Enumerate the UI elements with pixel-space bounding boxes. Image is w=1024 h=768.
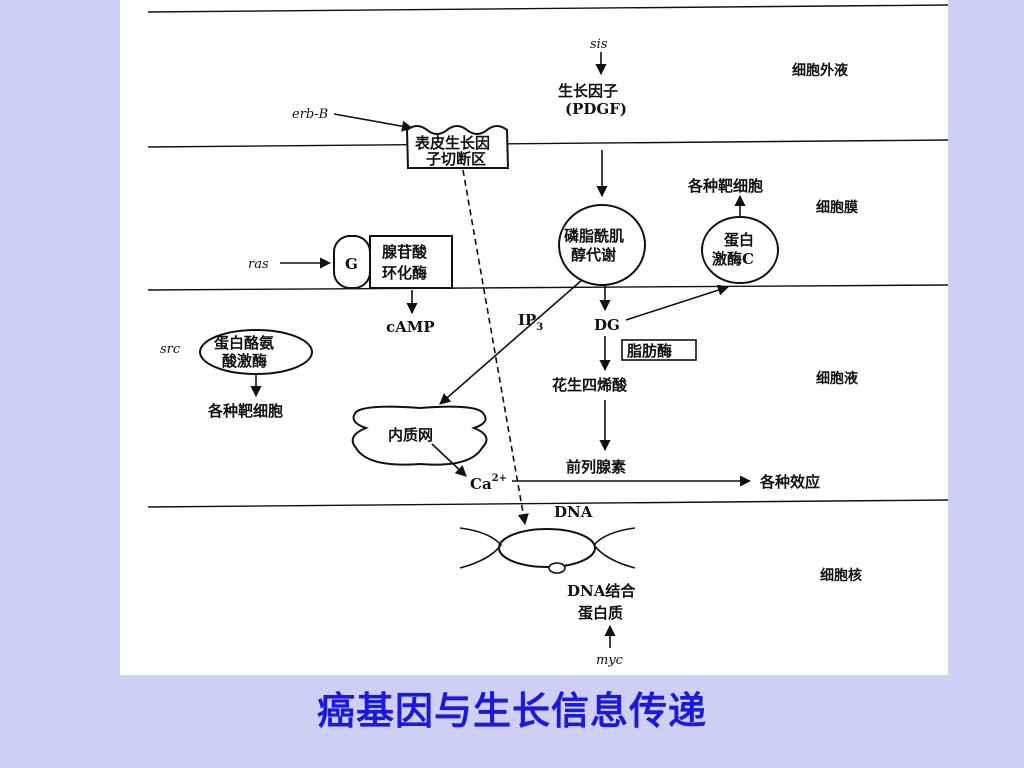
arrow-er-to-ca: [431, 443, 467, 477]
node-dna-strand-right: [592, 527, 636, 569]
node-pkc-line2: 激酶C: [712, 250, 754, 268]
zone-nucleus: 细胞核: [820, 567, 862, 584]
node-dna-binding-site: [548, 562, 566, 574]
oncogene-ras: ras: [248, 257, 269, 272]
node-dbp-line1: DNA结合: [567, 582, 636, 600]
top-border-line: [147, 4, 948, 13]
node-growth-factor: 生长因子: [558, 82, 618, 100]
node-egf-receptor-line2: 子切断区: [426, 150, 486, 168]
node-arachidonic-acid: 花生四烯酸: [552, 376, 628, 394]
node-dbp-line2: 蛋白质: [578, 604, 623, 622]
slide-title: 癌基因与生长信息传递: [316, 689, 707, 733]
node-pi-line2: 醇代谢: [571, 246, 616, 264]
node-pdgf: (PDGF): [565, 100, 627, 118]
membrane-inner-line: [147, 284, 948, 291]
arrow-dg-to-pkc: [625, 284, 730, 321]
node-target-cells-bottom: 各种靶细胞: [207, 402, 283, 420]
arrow-erbb: [333, 113, 414, 132]
zone-cytosol: 细胞液: [816, 370, 859, 387]
node-ac-line1: 腺苷酸: [382, 243, 428, 261]
node-lipase-box: [621, 339, 697, 361]
node-ip3: IP3: [518, 311, 543, 333]
node-tk-line2: 酸激酶: [222, 352, 267, 370]
node-pkc: [701, 216, 779, 284]
node-dna-strand-left: [459, 527, 503, 569]
node-egf-receptor-line1: 表皮生长因: [415, 134, 490, 152]
node-pi-line1: 磷脂酰肌: [564, 227, 624, 245]
oncogene-myc: myc: [596, 653, 624, 668]
node-egf-receptor-box: [405, 125, 510, 169]
membrane-outer-line: [147, 139, 948, 148]
node-camp: cAMP: [386, 318, 435, 336]
node-er-shape: [351, 405, 488, 466]
node-various-effects: 各种效应: [759, 473, 820, 491]
node-tk-line1: 蛋白酪氨: [214, 334, 274, 352]
zone-membrane: 细胞膜: [816, 199, 858, 216]
oncogene-sis: sis: [590, 37, 608, 52]
arrow-egf-to-dna-dashed: [462, 169, 529, 526]
node-pi-metabolism: [558, 204, 646, 286]
node-ac-line2: 环化酶: [382, 264, 427, 282]
oncogene-src: src: [160, 342, 181, 357]
node-ca: Ca2+: [470, 473, 507, 493]
nuclear-membrane-line: [147, 499, 948, 508]
node-g-protein-label: G: [345, 255, 358, 273]
node-dna: DNA: [554, 503, 593, 521]
node-dna-loop: [498, 528, 596, 568]
arrow-pi-to-er: [439, 279, 583, 405]
oncogene-erbb: erb-B: [292, 107, 328, 122]
node-lipase: 脂肪酶: [627, 342, 672, 360]
node-er: 内质网: [388, 426, 433, 444]
node-prostaglandin: 前列腺素: [566, 458, 626, 476]
node-dg: DG: [594, 316, 620, 334]
node-target-cells-top: 各种靶细胞: [687, 177, 763, 195]
signal-pathway-diagram: 细胞外液 细胞膜 细胞液 细胞核 sis 生长因子 (PDGF) erb-B 表…: [147, 4, 948, 668]
diagram-panel: 细胞外液 细胞膜 细胞液 细胞核 sis 生长因子 (PDGF) erb-B 表…: [120, 0, 948, 675]
node-adenylate-cyclase: [369, 235, 453, 289]
zone-extracellular: 细胞外液: [792, 62, 849, 79]
node-pkc-line1: 蛋白: [724, 231, 754, 249]
